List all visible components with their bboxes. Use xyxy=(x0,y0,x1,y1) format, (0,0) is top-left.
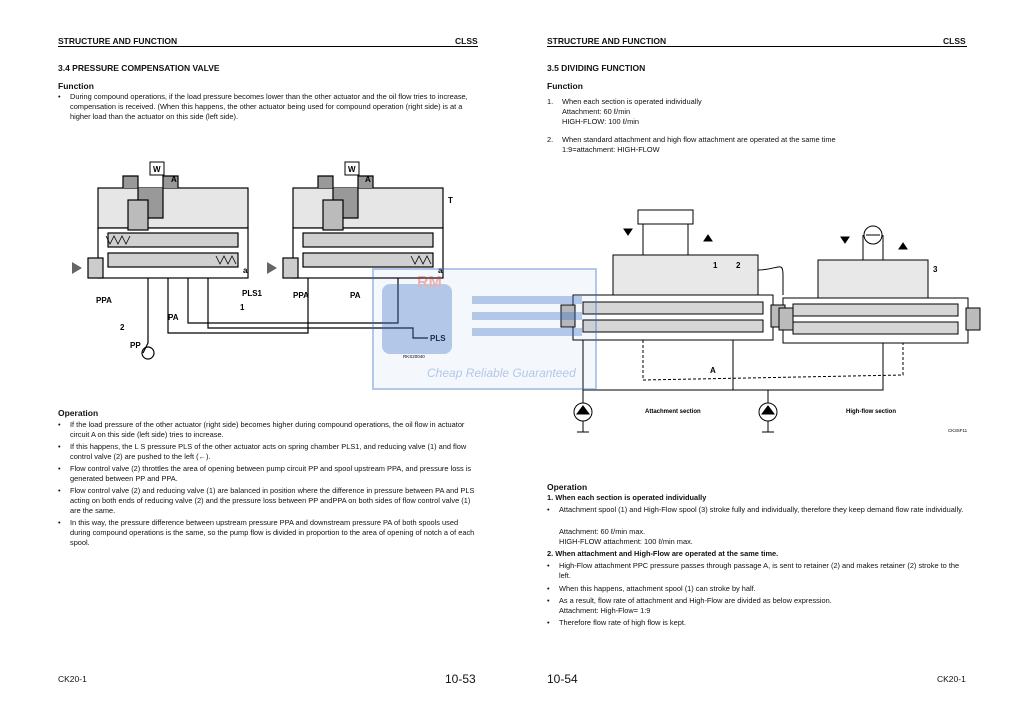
diagram-label-pls: PLS xyxy=(430,334,446,343)
operation-heading: Operation xyxy=(547,482,588,492)
right-page: STRUCTURE AND FUNCTION CLSS 3.5 DIVIDING… xyxy=(513,0,1026,724)
caption-attachment: Attachment section xyxy=(645,409,701,415)
footer-model: CK20-1 xyxy=(58,674,87,684)
dividing-function-diagram: 1 2 3 A Attachment section High-flow sec… xyxy=(560,209,981,433)
header-code: CLSS xyxy=(943,36,966,46)
section-title: 3.4 PRESSURE COMPENSATION VALVE xyxy=(58,63,220,73)
operation-bullet: •Flow control valve (2) throttles the ar… xyxy=(58,464,472,483)
op2-bullet-3: •As a result, flow rate of attachment an… xyxy=(547,596,832,605)
footer-model: CK20-1 xyxy=(937,674,966,684)
operation-bullet: •If the load pressure of the other actua… xyxy=(58,420,465,439)
diagram-label-pa2: PA xyxy=(350,291,361,300)
operation-heading: Operation xyxy=(58,408,99,418)
diagram-label-w2: W xyxy=(348,165,356,174)
diagram-label-pls1: PLS1 xyxy=(242,289,263,298)
header-code: CLSS xyxy=(455,36,478,46)
diagram-label-a2: A xyxy=(365,175,371,184)
header-title: STRUCTURE AND FUNCTION xyxy=(58,36,178,46)
function-heading: Function xyxy=(58,81,94,91)
diagram-label-1: 1 xyxy=(240,303,245,312)
diagram-label-ppa2: PPA xyxy=(293,291,309,300)
section-title: 3.5 DIVIDING FUNCTION xyxy=(547,63,646,73)
caption-high-flow: High-flow section xyxy=(846,409,896,415)
diagram-ref: RKS20040 xyxy=(403,354,425,359)
operation-bullet: •In this way, the pressure difference be… xyxy=(58,518,475,547)
diagram-label-2: 2 xyxy=(736,261,741,270)
diagram-label-a-small2: a xyxy=(438,266,443,275)
header-rule xyxy=(547,46,967,47)
diagram-label-2: 2 xyxy=(120,323,125,332)
diagram-label-a-small1: a xyxy=(243,266,248,275)
function-item-2: 2. When standard attachment and high flo… xyxy=(547,135,836,154)
diagram-label-a: A xyxy=(710,366,716,375)
operation-bullet: •If this happens, the L S pressure PLS o… xyxy=(58,442,467,461)
op1-heading: 1. When each section is operated individ… xyxy=(547,493,707,502)
function-heading: Function xyxy=(547,81,583,91)
left-page: STRUCTURE AND FUNCTION CLSS 3.4 PRESSURE… xyxy=(58,36,478,686)
diagram-ref: CK3SF11 xyxy=(948,428,968,433)
diagram-label-t: T xyxy=(448,196,453,205)
header-title: STRUCTURE AND FUNCTION xyxy=(547,36,667,46)
op1-bullet: •Attachment spool (1) and High-Flow spoo… xyxy=(547,505,964,514)
diagram-label-1: 1 xyxy=(713,261,718,270)
pressure-compensation-diagram: W A W A T a a PPA PA PLS1 1 2 PP PPA PA … xyxy=(72,161,453,360)
diagram-label-w1: W xyxy=(153,165,161,174)
op2-bullet-1: •High-Flow attachment PPC pressure passe… xyxy=(547,561,960,580)
page-number: 10-53 xyxy=(445,672,476,686)
diagram-label-a1: A xyxy=(171,175,177,184)
op1-value-attachment: Attachment: 60 ℓ/min max. xyxy=(559,527,646,536)
diagram-label-ppa1: PPA xyxy=(96,296,112,305)
diagram-label-pp: PP xyxy=(130,341,141,350)
op2-heading: 2. When attachment and High-Flow are ope… xyxy=(547,549,779,558)
function-item-1: 1. When each section is operated individ… xyxy=(547,97,702,126)
op2-bullet-2: •When this happens, attachment spool (1)… xyxy=(547,584,756,593)
operation-bullet: •Flow control valve (2) and reducing val… xyxy=(58,486,475,515)
page-number: 10-54 xyxy=(547,672,578,686)
op1-value-high-flow: HIGH-FLOW attachment: 100 ℓ/min max. xyxy=(559,537,693,546)
diagram-label-pa1: PA xyxy=(168,313,179,322)
diagram-label-3: 3 xyxy=(933,265,938,274)
op2-bullet-4: •Therefore flow rate of high flow is kep… xyxy=(547,618,686,627)
header-rule xyxy=(58,46,478,47)
op2-expression: Attachment: High-Flow= 1:9 xyxy=(559,606,651,615)
function-bullet: •During compound operations, if the load… xyxy=(58,92,468,121)
